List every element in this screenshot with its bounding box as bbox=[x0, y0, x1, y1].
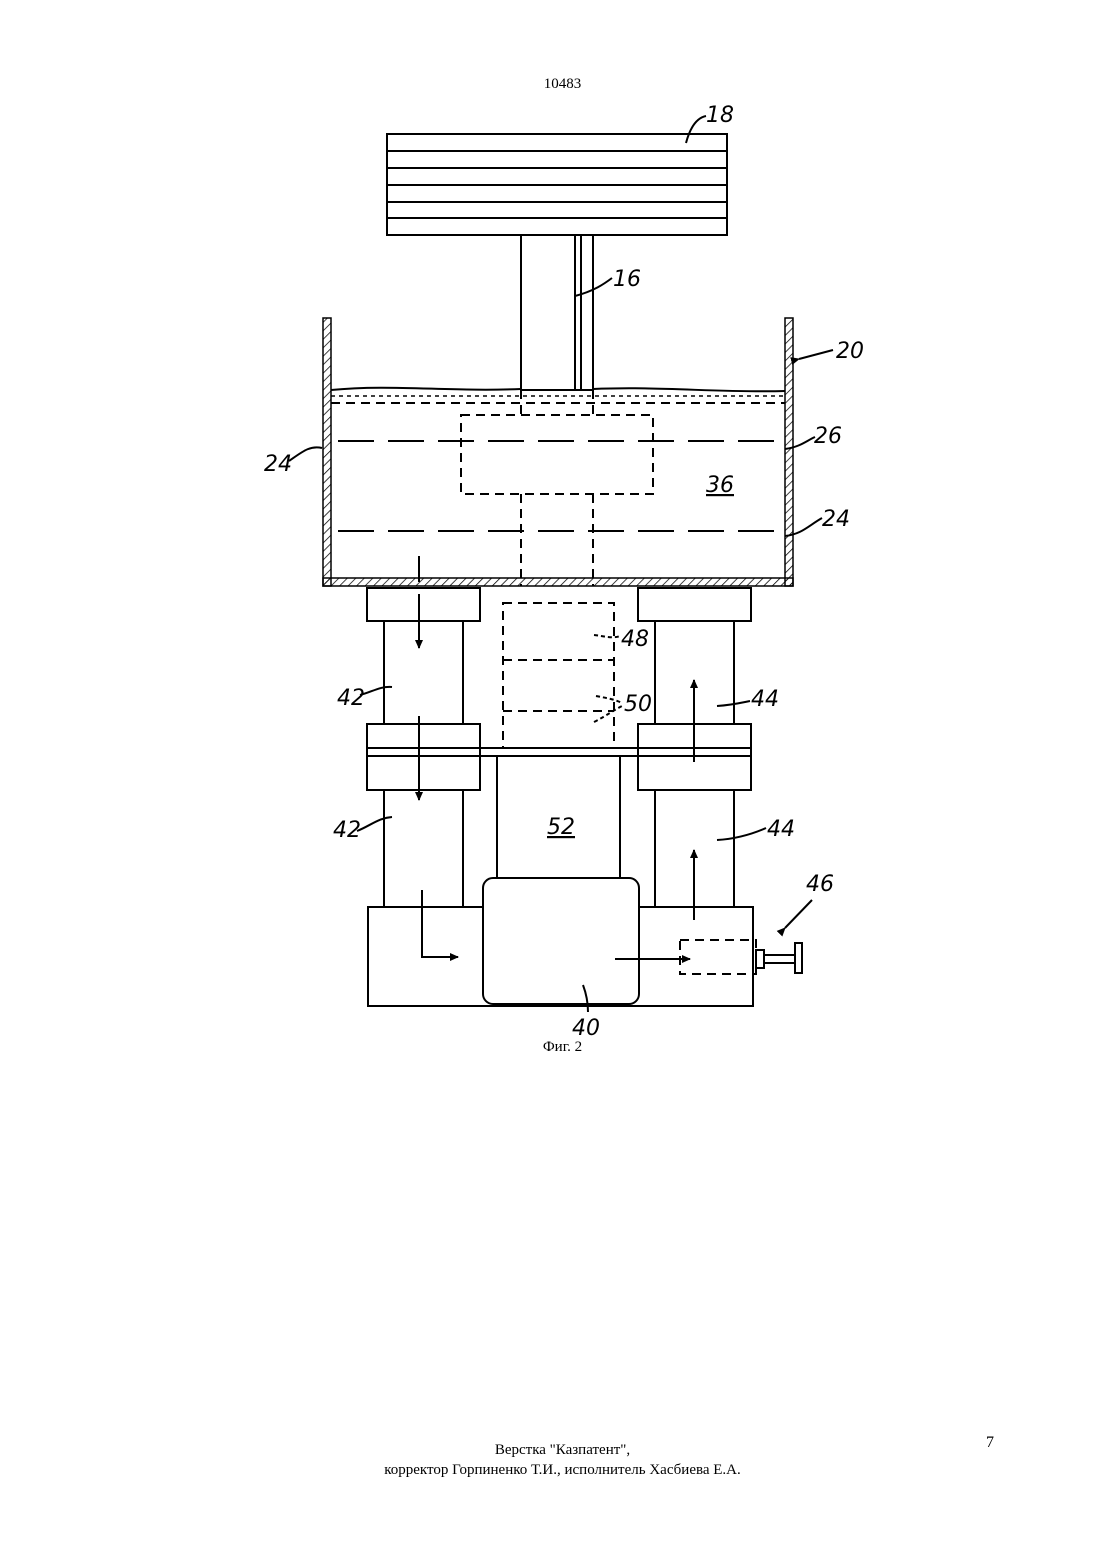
label-48: 48 bbox=[621, 627, 649, 652]
label-40: 40 bbox=[572, 1016, 600, 1041]
label-50: 50 bbox=[624, 692, 652, 717]
radiator-18 bbox=[387, 134, 727, 235]
figure-caption: Фиг. 2 bbox=[0, 1039, 1100, 1056]
label-26: 26 bbox=[814, 424, 842, 449]
footer-line-1: Верстка "Казпатент", bbox=[0, 1440, 1100, 1460]
right-pipe-44 bbox=[638, 588, 751, 920]
label-42-upper: 42 bbox=[337, 686, 365, 711]
label-44-lower: 44 bbox=[767, 817, 795, 842]
label-52: 52 bbox=[547, 815, 575, 840]
label-24-left: 24 bbox=[264, 452, 292, 477]
label-46: 46 bbox=[806, 872, 834, 897]
label-42-lower: 42 bbox=[333, 818, 361, 843]
base-pump-40 bbox=[368, 878, 753, 1006]
valve-46 bbox=[680, 940, 802, 974]
label-20: 20 bbox=[836, 339, 864, 364]
label-18: 18 bbox=[706, 103, 734, 128]
shaft-16 bbox=[521, 235, 593, 390]
label-36: 36 bbox=[706, 473, 734, 498]
footer-line-2: корректор Горпиненко Т.И., исполнитель Х… bbox=[0, 1460, 1100, 1480]
units-48-50 bbox=[503, 603, 614, 748]
page-number: 7 bbox=[986, 1434, 994, 1452]
tank-20 bbox=[323, 318, 793, 586]
label-44-upper: 44 bbox=[751, 687, 779, 712]
label-16: 16 bbox=[613, 267, 641, 292]
label-24-right: 24 bbox=[822, 507, 850, 532]
footer: Верстка "Казпатент", корректор Горпиненк… bbox=[0, 1440, 1100, 1480]
